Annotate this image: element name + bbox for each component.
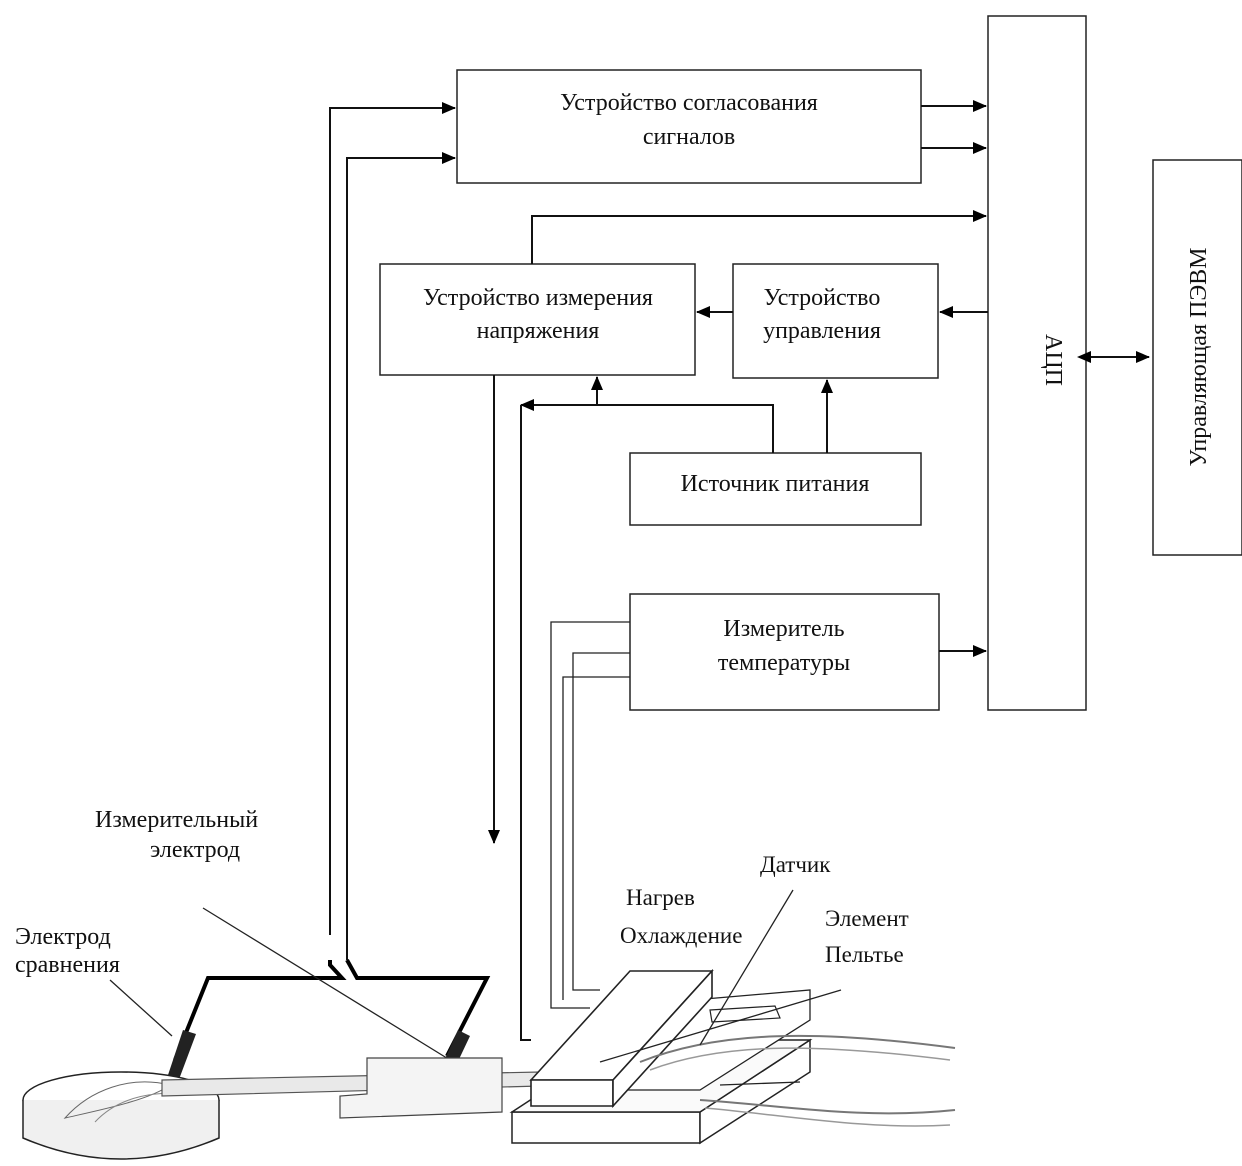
control-pc-label: Управляющая ПЭВМ xyxy=(1186,247,1212,466)
sensor-bar xyxy=(709,1005,781,1023)
peltier-label-line1: Элемент xyxy=(825,906,909,931)
heating-block-front xyxy=(530,1079,614,1107)
temperature-meter-label-line2: температуры xyxy=(718,650,850,676)
signal-matching-label-line2: сигналов xyxy=(643,124,735,150)
control-device-block: Устройство управления xyxy=(732,263,939,379)
power-source-block: Источник питания xyxy=(629,452,922,526)
peltier-label-line2: Пельтье xyxy=(825,942,904,967)
temperature-meter-label-line1: Измеритель xyxy=(723,616,844,642)
arrow-ps-left xyxy=(520,399,774,453)
electrode-wire-2 xyxy=(346,152,456,960)
arrow-vm-adc xyxy=(531,210,987,264)
sensor-wire-3 xyxy=(562,676,630,1000)
support-plate xyxy=(339,1057,503,1119)
electrode-frame-right xyxy=(345,959,491,1057)
sensor-wire-1 xyxy=(550,621,630,1009)
leader-reference-electrode xyxy=(109,979,173,1037)
temperature-meter-block: Измеритель температуры xyxy=(629,593,940,711)
adc-label: АЦП xyxy=(1040,334,1066,386)
voltage-meter-label-line2: напряжения xyxy=(477,318,600,344)
leader-measuring-electrode xyxy=(202,907,451,1061)
peltier-gap-line xyxy=(719,1081,801,1086)
reference-electrode-icon xyxy=(167,1030,196,1082)
peltier-base-front xyxy=(511,1111,701,1144)
control-device-label-line1: Устройство xyxy=(764,285,881,311)
measuring-electrode-label-line1: Измерительный xyxy=(95,807,258,833)
apparatus-sketch xyxy=(22,889,956,1160)
control-pc-block: Управляющая ПЭВМ xyxy=(1152,159,1242,556)
heating-block-side xyxy=(612,968,713,1109)
heating-label-line1: Нагрев xyxy=(626,885,695,910)
electrode-frame-left xyxy=(173,960,347,1061)
tube-2 xyxy=(699,1099,956,1115)
heating-label-line2: Охлаждение xyxy=(620,923,742,948)
control-device-label-line2: управления xyxy=(763,318,881,344)
sensor-label: Датчик xyxy=(760,852,831,877)
adc-block: АЦП xyxy=(987,15,1087,711)
apparatus-labels: Измерительный электрод Электрод сравнени… xyxy=(15,807,909,978)
power-source-label: Источник питания xyxy=(681,471,870,497)
electrode-wire-1 xyxy=(329,102,456,935)
sensor-wire-2 xyxy=(572,652,630,991)
signal-matching-label-line1: Устройство согласования xyxy=(560,90,818,116)
petri-dish-wall xyxy=(22,1100,220,1160)
voltage-meter-label-line1: Устройство измерения xyxy=(423,285,653,311)
tube-1 xyxy=(639,1034,956,1063)
wire-power-to-peltier xyxy=(520,405,531,1041)
voltage-meter-block: Устройство измерения напряжения xyxy=(379,263,696,376)
leader-peltier xyxy=(599,989,842,1063)
signal-matching-block: Устройство согласования сигналов xyxy=(456,69,922,184)
reference-electrode-label-line2: сравнения xyxy=(15,952,120,978)
leader-sensor xyxy=(699,889,794,1046)
measuring-electrode-label-line2: электрод xyxy=(150,837,240,863)
signal-wires xyxy=(329,100,1150,1041)
reference-electrode-label-line1: Электрод xyxy=(15,924,111,950)
